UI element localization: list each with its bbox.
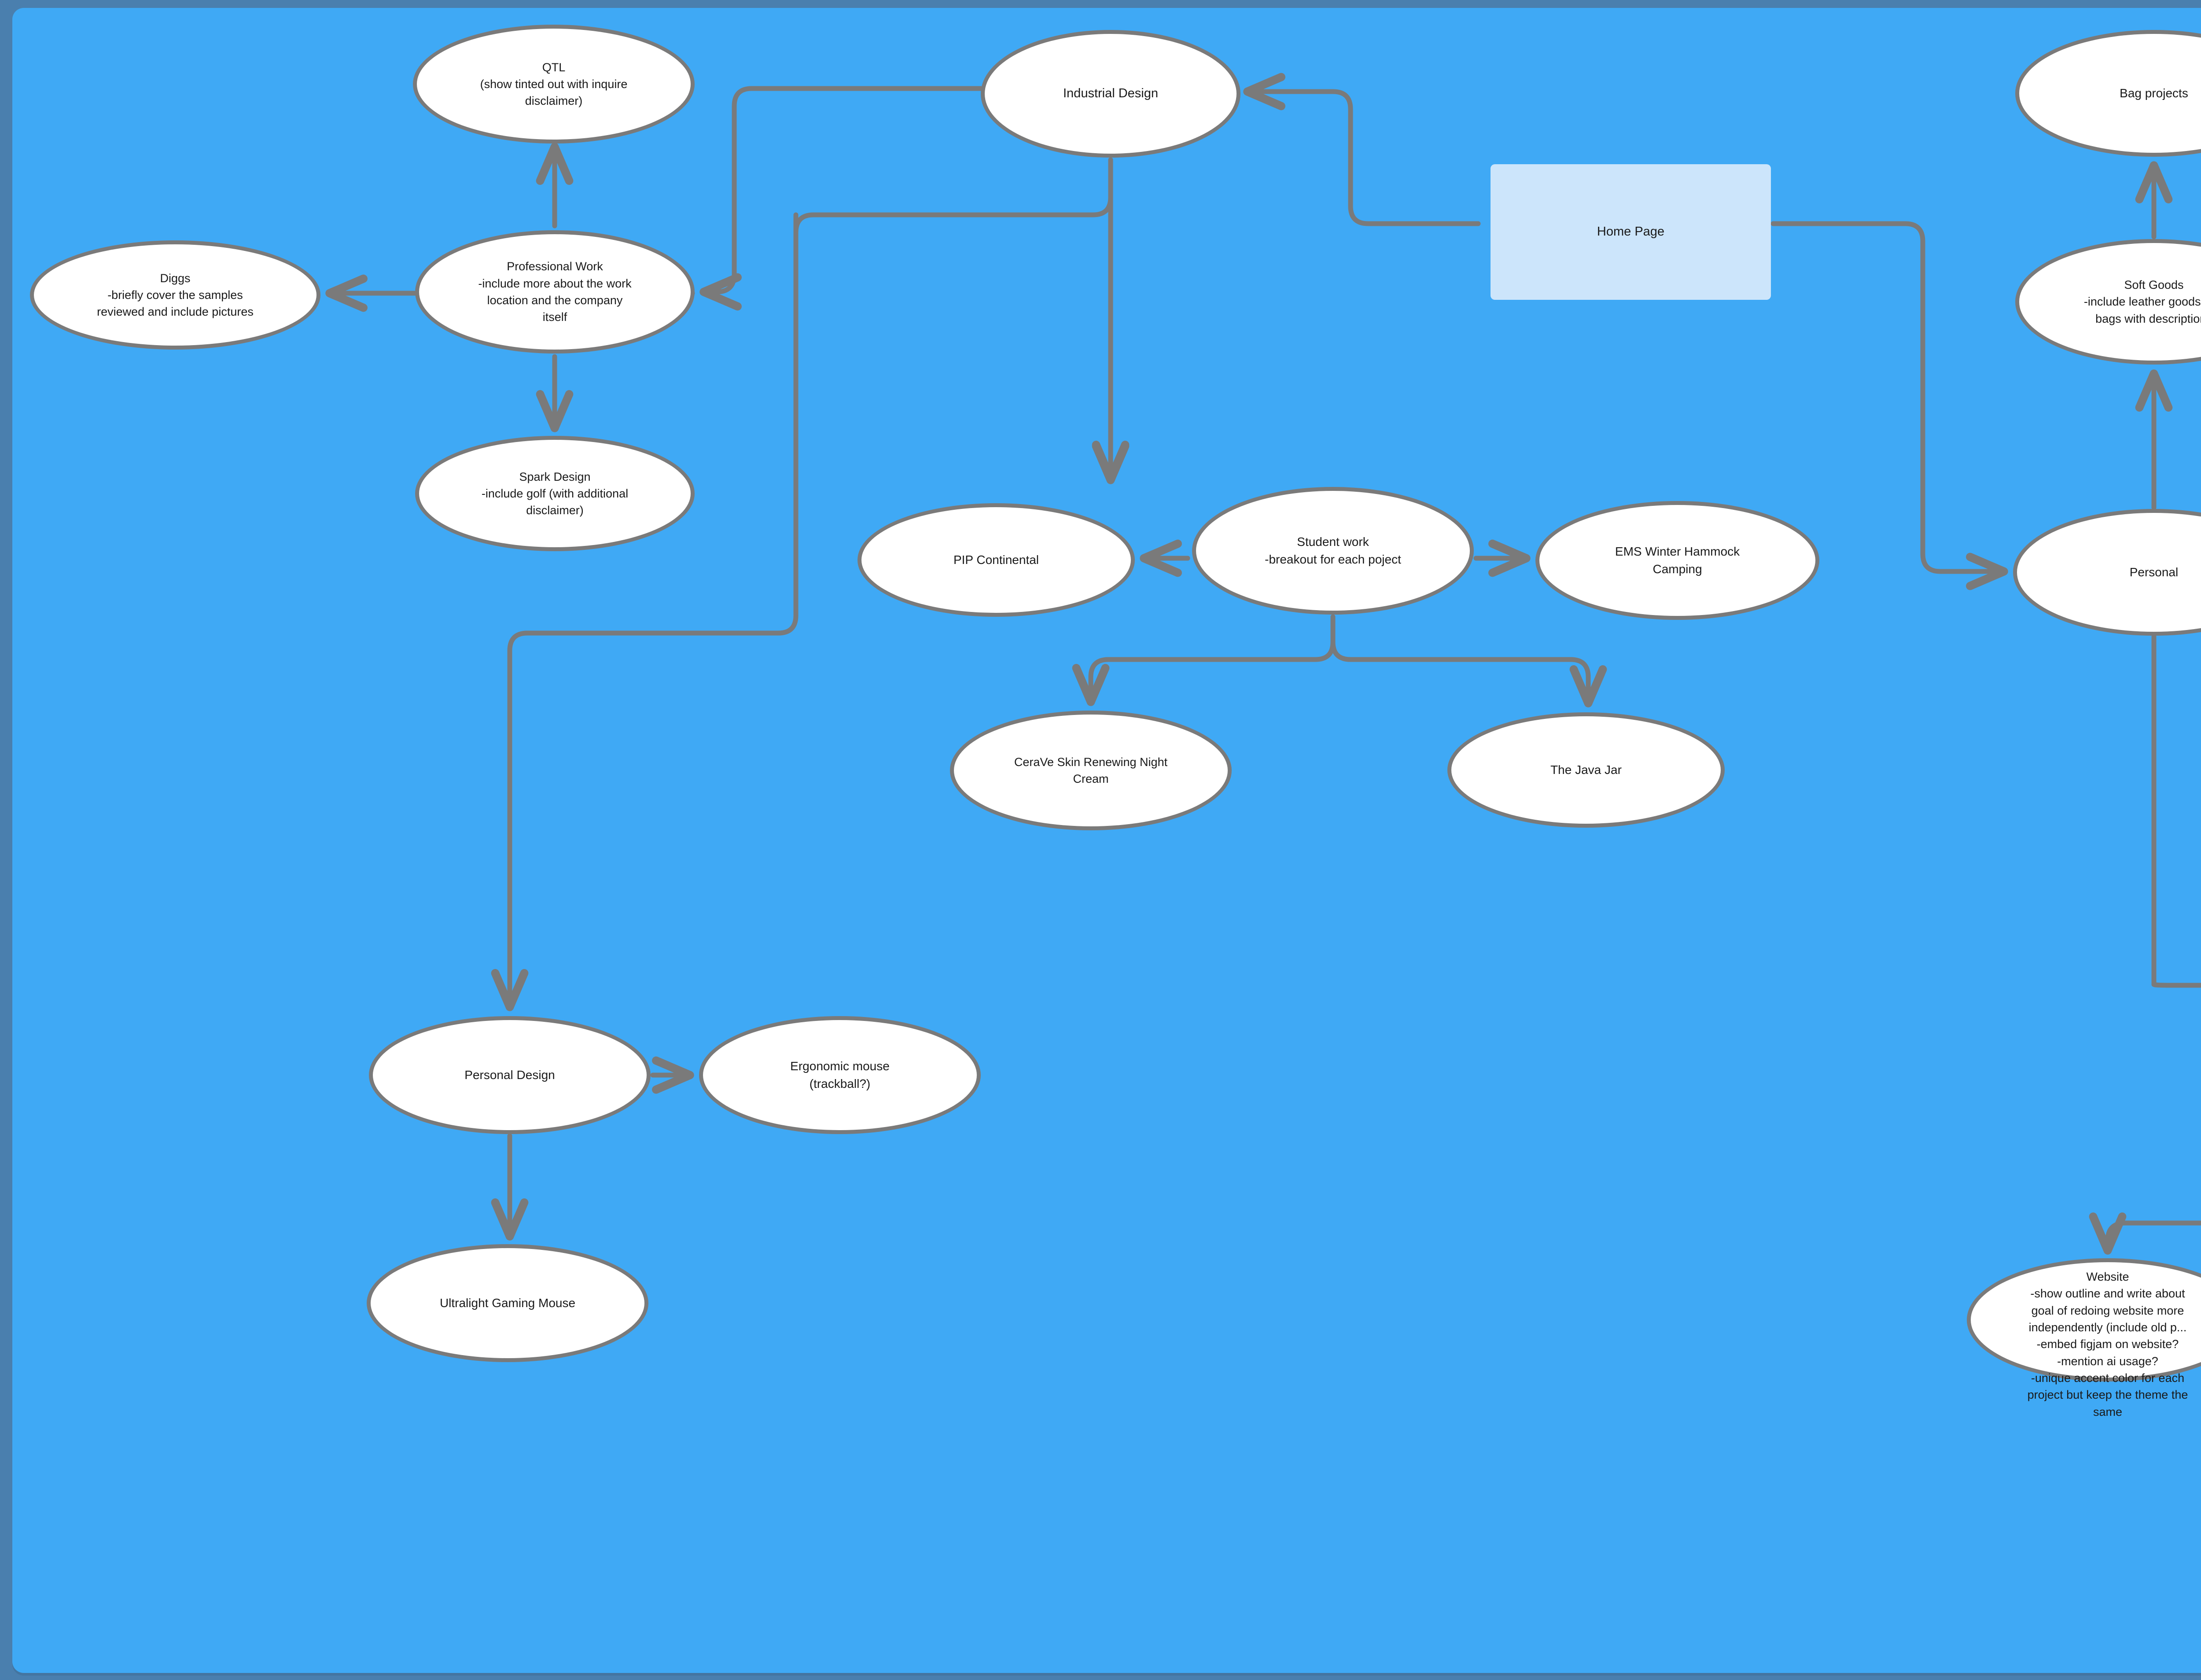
node-qtl[interactable]: QTL (show tinted out with inquire discla… <box>413 25 695 144</box>
node-label-personal: Personal <box>2129 565 2179 579</box>
node-label-personal_design: Personal Design <box>464 1068 555 1082</box>
edge-personal-to-games <box>2151 634 2201 988</box>
node-spark_design[interactable]: Spark Design -include golf (with additio… <box>415 436 695 551</box>
edge-industrial-to-personal-design <box>491 212 799 1011</box>
node-label-cerave: CeraVe Skin Renewing Night Cream <box>1014 755 1168 785</box>
node-java_jar[interactable]: The Java Jar <box>1447 712 1725 828</box>
node-label-ergonomic_mouse: Ergonomic mouse (trackball?) <box>790 1059 890 1091</box>
node-label-industrial_design: Industrial Design <box>1063 86 1158 101</box>
node-label-spark_design: Spark Design -include golf (with additio… <box>481 470 629 517</box>
node-ems_hammock[interactable]: EMS Winter Hammock Camping <box>1535 501 1819 620</box>
node-label-website: Website -show outline and write about go… <box>2027 1270 2188 1418</box>
node-label-bag_projects: Bag projects <box>2120 86 2188 100</box>
edge-industrial-to-student <box>793 157 1111 478</box>
node-label-qtl: QTL (show tinted out with inquire discla… <box>480 60 628 108</box>
node-industrial_design[interactable]: Industrial Design <box>981 30 1240 158</box>
node-label-pip_continental: PIP Continental <box>953 553 1039 567</box>
edge-home-to-personal <box>1770 221 2008 590</box>
edge-layer <box>325 73 2201 1255</box>
node-ergonomic_mouse[interactable]: Ergonomic mouse (trackball?) <box>699 1016 981 1134</box>
node-label-java_jar: The Java Jar <box>1550 763 1622 777</box>
diagram-canvas[interactable]: Home Page Industrial Design QTL (show tint… <box>12 8 2201 1673</box>
node-home_page[interactable]: Home Page <box>1491 164 1771 300</box>
node-label-student_work: Student work -breakout for each poject <box>1265 535 1401 566</box>
edge-games-to-website <box>2089 1212 2201 1255</box>
node-diggs[interactable]: Diggs -briefly cover the samples reviewe… <box>30 240 320 350</box>
node-label-ems_hammock: EMS Winter Hammock Camping <box>1615 545 1740 576</box>
node-label-ultralight_mouse: Ultralight Gaming Mouse <box>439 1296 576 1310</box>
node-ultralight_mouse[interactable]: Ultralight Gaming Mouse <box>367 1244 648 1362</box>
node-cerave[interactable]: CeraVe Skin Renewing Night Cream <box>950 711 1232 830</box>
node-pip_continental[interactable]: PIP Continental <box>858 503 1135 617</box>
node-label-home_page: Home Page <box>1597 225 1665 239</box>
node-website[interactable]: Website -show outline and write about go… <box>1967 1258 2201 1418</box>
edge-student-to-cerave <box>1072 614 1336 706</box>
node-professional_work[interactable]: Professional Work -include more about th… <box>415 230 695 354</box>
node-label-diggs: Diggs -briefly cover the samples reviewe… <box>97 271 254 319</box>
node-personal_design[interactable]: Personal Design <box>369 1016 651 1134</box>
node-label-professional_work: Professional Work -include more about th… <box>478 260 632 324</box>
edge-home-to-industrial <box>1243 73 1481 226</box>
edge-student-to-javajar <box>1330 639 1607 707</box>
node-student_work[interactable]: Student work -breakout for each poject <box>1192 487 1474 615</box>
edge-industrial-to-professional <box>699 86 983 311</box>
node-label-soft_goods: Soft Goods -include leather goods and ba… <box>2083 278 2201 325</box>
